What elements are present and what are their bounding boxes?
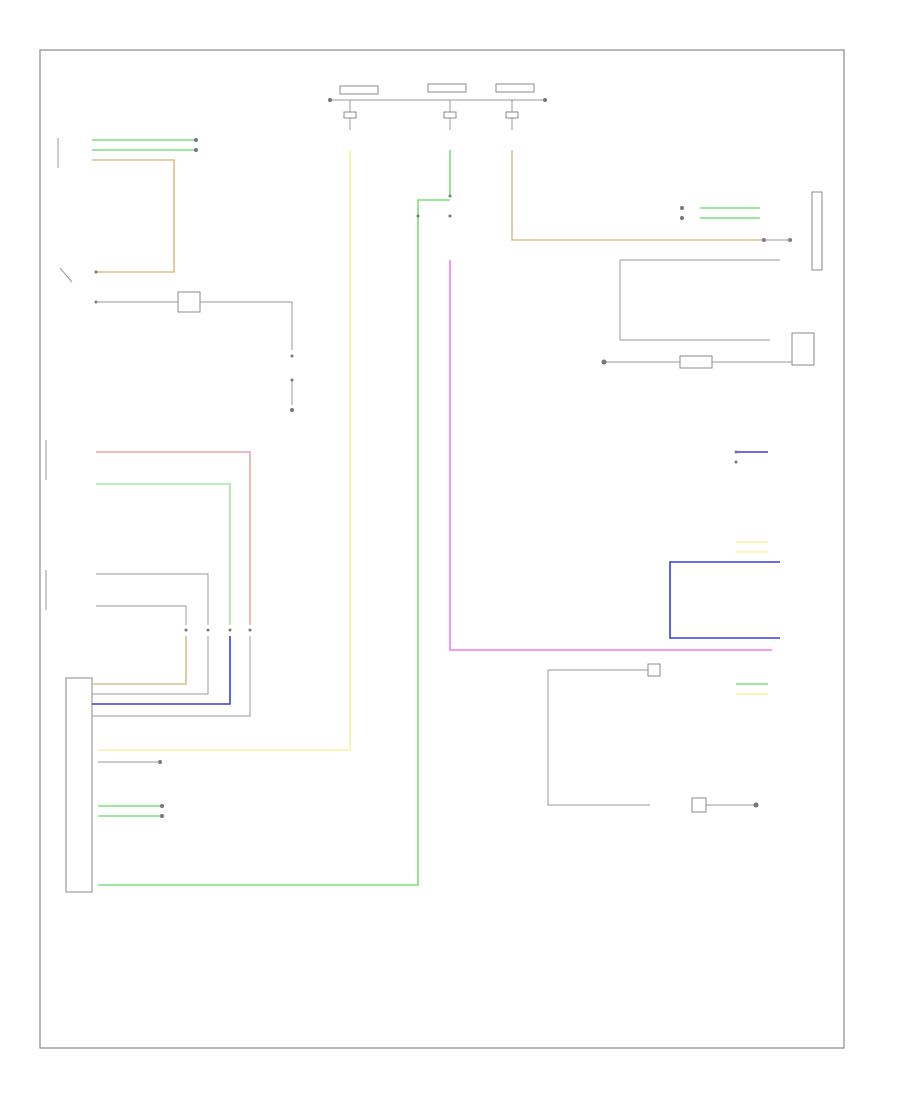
wire-pink bbox=[449, 260, 772, 651]
wire-green-long bbox=[98, 150, 451, 886]
wire-light-green bbox=[96, 483, 231, 625]
left-mid-switches bbox=[45, 440, 252, 632]
wire-tan-right bbox=[511, 150, 764, 241]
wire-red bbox=[96, 451, 251, 625]
upper-left-component bbox=[57, 138, 294, 412]
left-lower-module bbox=[65, 636, 251, 893]
wire-yellow bbox=[98, 150, 351, 751]
diagram-border bbox=[39, 49, 845, 1049]
top-fuse-bus bbox=[328, 83, 547, 130]
right-lower-components bbox=[547, 663, 768, 813]
right-blue-connector bbox=[669, 450, 780, 639]
right-upper-connector bbox=[601, 191, 823, 369]
wire-tan-main bbox=[92, 159, 175, 273]
